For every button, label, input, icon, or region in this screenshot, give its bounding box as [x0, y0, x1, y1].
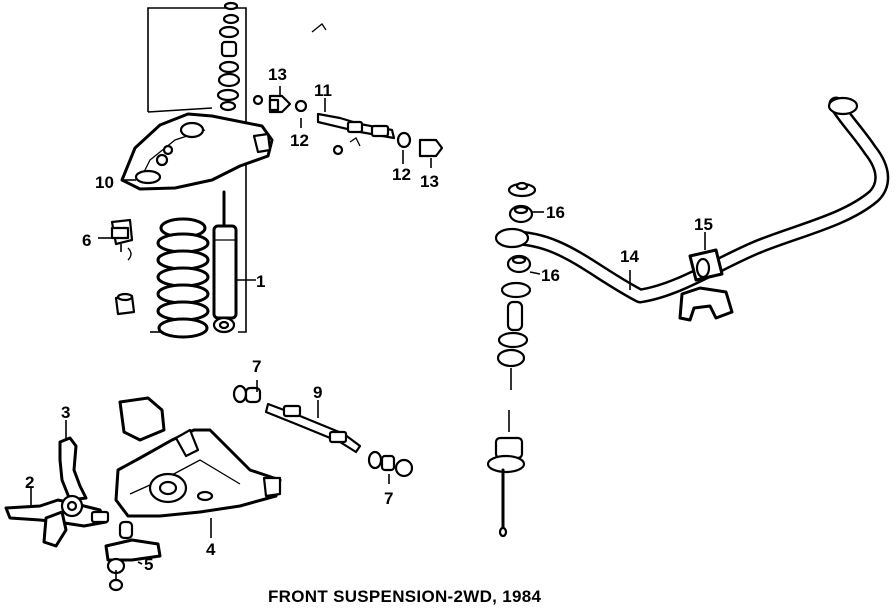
callout-14: 14: [620, 247, 639, 266]
callout-10: 10: [95, 173, 114, 192]
stabilizer-bar-part: [494, 96, 890, 322]
callout-16-lower: 16: [541, 266, 560, 285]
callout-7-upper: 7: [252, 357, 261, 376]
steering-knuckle-part: [4, 420, 110, 548]
callout-3: 3: [61, 403, 70, 422]
lower-control-arm-part: [114, 396, 282, 538]
callout-1: 1: [256, 272, 265, 291]
callout-2: 2: [25, 473, 34, 492]
coil-spring-part: [150, 217, 210, 339]
bump-stop-part: [98, 218, 136, 316]
callout-4: 4: [206, 540, 216, 559]
diagram-caption: FRONT SUSPENSION-2WD, 1984: [268, 587, 541, 606]
stabilizer-link-part: [486, 181, 544, 538]
callout-13-right: 13: [420, 172, 439, 191]
callout-5: 5: [144, 555, 153, 574]
callout-6: 6: [82, 231, 91, 250]
callout-11: 11: [314, 81, 332, 100]
shock-absorber-part: [147, 1, 256, 334]
strut-rod-part: [232, 380, 414, 484]
ball-joint-part: [104, 520, 162, 592]
callout-13-left: 13: [268, 65, 287, 84]
callout-12-right: 12: [392, 165, 411, 184]
upper-control-arm-part: [120, 112, 274, 191]
callout-7-lower: 7: [384, 489, 393, 508]
upper-arm-hardware-part: [252, 23, 444, 168]
callout-15: 15: [694, 215, 713, 234]
callout-9: 9: [313, 383, 322, 402]
callout-12-left: 12: [290, 131, 309, 150]
callout-16-upper: 16: [546, 203, 565, 222]
